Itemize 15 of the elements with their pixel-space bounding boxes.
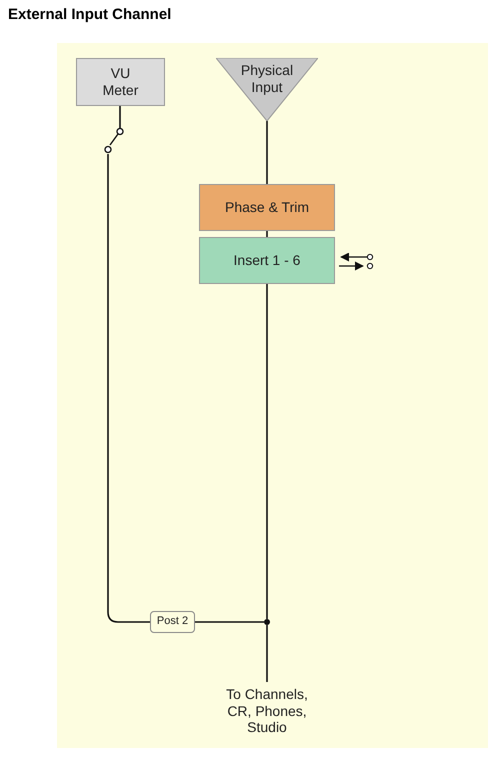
process-box: Insert 1 - 6 (199, 237, 335, 284)
output-destination-text: To Channels, CR, Phones, Studio (207, 682, 327, 740)
process-box: Phase & Trim (199, 184, 335, 231)
signal-line (266, 231, 268, 237)
signal-line (195, 621, 264, 623)
meter-box: VU Meter (76, 58, 165, 106)
diagram-title: External Input Channel (8, 6, 172, 23)
signal-line (266, 121, 268, 184)
switch-symbol (102, 128, 126, 154)
tap-point-label: Post 2 (150, 611, 195, 633)
signal-line (266, 284, 268, 619)
signal-line (266, 625, 268, 682)
signal-line (119, 106, 121, 128)
signal-line (107, 154, 150, 623)
input-triangle: Physical Input (216, 58, 318, 121)
